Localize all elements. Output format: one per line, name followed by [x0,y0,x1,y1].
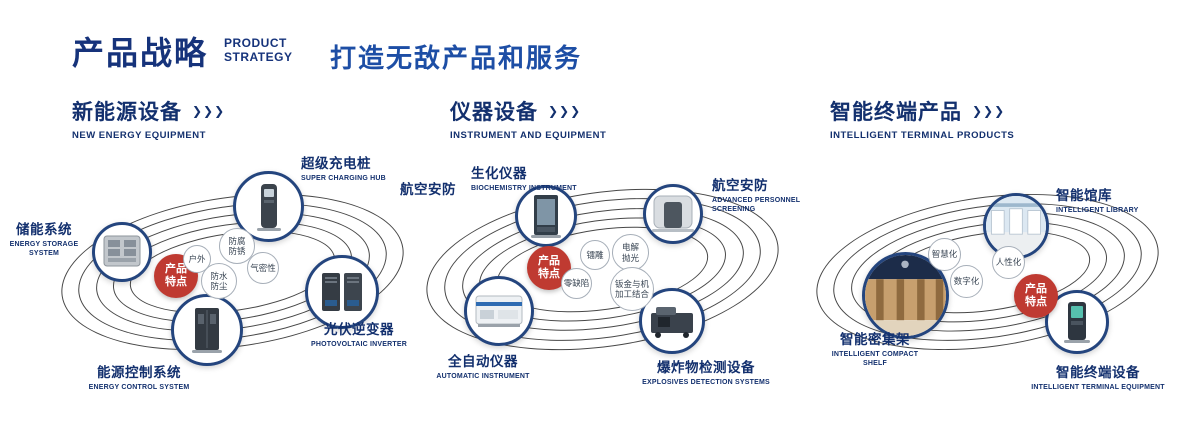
product-label-photovoltaic-inverter: 光伏逆变器 PHOTOVOLTAIC INVERTER [300,318,418,349]
product-label-terminal-equipment: 智能终端设备 INTELLIGENT TERMINAL EQUIPMENT [1030,361,1166,392]
feature-label: 钣金与机加工结合 [615,278,650,299]
product-name-en: EXPLOSIVES DETECTION SYSTEMS [642,379,770,386]
product-label-compact-shelf: 智能密集架 INTELLIGENT COMPACT SHELF [822,328,928,369]
product-label-intelligent-library: 智能馆库 INTELLIGENT LIBRARY [1056,184,1166,215]
product-name: 储能系统 [16,222,72,237]
section-title: 仪器设备 [450,101,538,124]
feature-bubble: 户外 [183,245,211,273]
feature-bubble: 零缺陷 [561,268,592,299]
feature-label: 防水防尘 [210,270,228,291]
section-header-new-energy: 新能源设备 ❯❯❯ NEW ENERGY EQUIPMENT [72,96,225,141]
section-header-instruments: 仪器设备 ❯❯❯ INSTRUMENT AND EQUIPMENT [450,96,606,141]
product-circle-explosives-detection [639,288,705,354]
feature-bubble: 钣金与机加工结合 [610,267,654,311]
product-name-en: ADVANCED PERSONNEL SCREENING [712,197,801,214]
product-label-biochemistry: 生化仪器 BIOCHEMISTRY INSTRUMENT [471,162,583,193]
product-circle-terminal-equipment [1045,290,1109,354]
page-title-en-line1: PRODUCT [224,36,287,50]
chevrons-icon: ❯❯❯ [972,104,1006,118]
charging-pile-icon [256,183,281,231]
product-circle-automatic-instrument [464,276,534,346]
product-name-en: INTELLIGENT COMPACT SHELF [831,351,919,368]
feature-label: 零缺陷 [563,278,590,289]
product-circle-photovoltaic-inverter [305,255,379,329]
product-name-en: INTELLIGENT LIBRARY [1056,207,1139,214]
page-tagline: 打造无敌产品和服务 [330,43,583,73]
feature-label: 数字化 [953,276,980,287]
product-name-en: PHOTOVOLTAIC INVERTER [311,341,407,348]
screening-machine-icon [652,195,694,232]
feature-bubble: 电解抛光 [612,234,649,271]
section-subtitle: INTELLIGENT TERMINAL PRODUCTS [830,130,1015,141]
page-title-en: PRODUCT STRATEGY [224,36,292,65]
product-name-en: ENERGY CONTROL SYSTEM [88,384,190,391]
feature-label: 气密性 [250,262,276,273]
product-label-explosives-detection: 爆炸物检测设备 EXPLOSIVES DETECTION SYSTEMS [636,356,776,387]
feature-label: 人性化 [995,257,1022,268]
feature-label: 防腐防锈 [228,235,246,256]
feature-bubble: 防水防尘 [201,263,237,299]
product-name: 智能馆库 [1056,188,1112,203]
product-label-energy-control: 能源控制系统 ENERGY CONTROL SYSTEM [82,361,196,392]
page-title: 产品战略 [72,35,209,71]
product-name: 光伏逆变器 [324,322,394,337]
section-title: 新能源设备 [72,101,182,124]
badge-label: 产品特点 [538,254,560,280]
section-subtitle: NEW ENERGY EQUIPMENT [72,130,206,141]
analyzer-machine-icon [475,295,523,327]
feature-label: 智慧化 [931,249,958,260]
inverter-cabinet-icon [322,273,362,311]
chevrons-icon: ❯❯❯ [192,104,226,118]
product-label-personnel-screening: 航空安防 ADVANCED PERSONNEL SCREENING [712,174,816,215]
product-circle-biochemistry [515,185,577,247]
feature-bubble: 镭雕 [580,240,610,270]
product-name: 超级充电桩 [301,156,371,171]
product-label-energy-storage: 储能系统 ENERGY STORAGE SYSTEM [4,218,84,259]
section-title: 智能终端产品 [830,101,962,124]
feature-bubble: 气密性 [247,252,279,284]
product-name: 智能密集架 [840,332,910,347]
feature-label: 镭雕 [586,249,604,260]
page-title-en-line2: STRATEGY [224,50,293,65]
product-label-super-charging-hub: 超级充电桩 SUPER CHARGING HUB [301,152,421,183]
product-label-automatic-instrument: 全自动仪器 AUTOMATIC INSTRUMENT [425,350,541,381]
product-circle-personnel-screening [643,184,703,244]
aviation-security-side-label: 航空安防 [400,182,456,197]
feature-bubble: 智慧化 [928,238,961,271]
product-name: 能源控制系统 [97,365,181,380]
feature-label: 户外 [188,253,206,264]
product-name-en: INTELLIGENT TERMINAL EQUIPMENT [1031,384,1165,391]
feature-bubble: 人性化 [992,246,1025,279]
product-features-badge: 产品特点 [1014,274,1058,318]
section-subtitle: INSTRUMENT AND EQUIPMENT [450,130,607,141]
battery-storage-cabinet-icon [103,235,141,267]
feature-bubble: 数字化 [950,265,983,298]
product-name-en: SUPER CHARGING HUB [301,175,386,182]
product-name: 全自动仪器 [448,354,518,369]
detection-machine-icon [651,307,693,338]
product-name: 航空安防 [712,178,768,193]
chevrons-icon: ❯❯❯ [548,104,582,118]
product-name-en: ENERGY STORAGE SYSTEM [9,241,79,258]
product-name: 爆炸物检测设备 [657,360,755,375]
feature-label: 电解抛光 [621,242,639,263]
product-name: 智能终端设备 [1056,365,1140,380]
product-name: 生化仪器 [471,166,527,181]
terminal-kiosk-icon [1064,302,1090,343]
product-name-en: AUTOMATIC INSTRUMENT [436,373,530,380]
product-name-en: BIOCHEMISTRY INSTRUMENT [471,185,577,192]
biochemistry-cabinet-icon [531,195,561,238]
section-header-intelligent-terminal: 智能终端产品 ❯❯❯ INTELLIGENT TERMINAL PRODUCTS [830,96,1014,141]
control-cabinet-icon [192,308,222,353]
badge-label: 产品特点 [1025,282,1047,308]
product-circle-energy-storage [92,222,152,282]
product-circle-energy-control [171,294,243,366]
badge-label: 产品特点 [165,262,187,288]
